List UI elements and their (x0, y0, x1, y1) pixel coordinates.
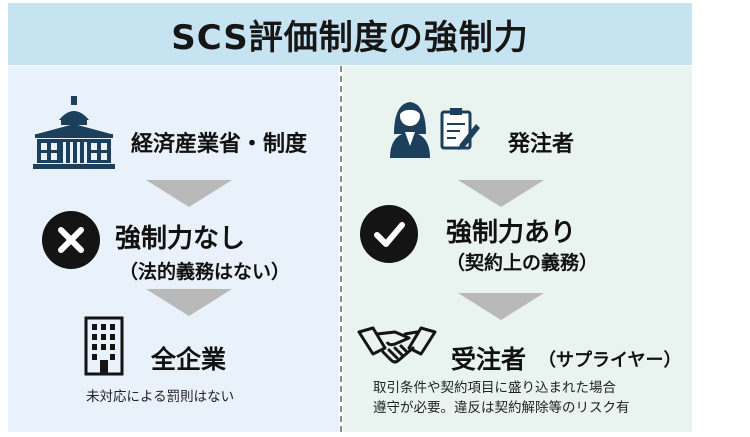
page-title: SCS評価制度の強制力 (171, 17, 529, 58)
title-bar: SCS評価制度の強制力 (8, 3, 692, 65)
right-target-label: 受注者 (451, 345, 527, 374)
right-arrow-1 (458, 180, 544, 207)
right-target-sub: （サプライヤー） (538, 350, 682, 371)
right-arrow-2 (458, 293, 544, 320)
office-building-icon (84, 316, 124, 380)
left-status-sub: （法的義務はない） (119, 261, 291, 283)
center-divider (340, 66, 342, 432)
left-arrow-2 (146, 289, 232, 316)
checkmark-icon (360, 205, 418, 263)
right-note-line-1: 取引条件や契約項目に盛り込まれた場合 (373, 380, 616, 396)
right-status-main: 強制力あり (446, 218, 577, 248)
left-source-label: 経済産業省・制度 (131, 132, 308, 157)
left-target-label: 全企業 (151, 345, 227, 374)
government-building-icon (31, 94, 117, 174)
right-status-sub: （契約上の義務） (446, 252, 599, 274)
right-note-line-2: 遵守が必要。違反は契約解除等のリスク有 (373, 400, 630, 416)
left-arrow-1 (146, 180, 232, 207)
handshake-icon (355, 320, 439, 374)
x-mark-icon (42, 211, 100, 269)
left-note: 未対応による罰則はない (86, 389, 235, 405)
businesswoman-clipboard-icon (388, 94, 482, 162)
left-status-main: 強制力なし (115, 224, 246, 254)
right-source-label: 発注者 (508, 132, 575, 157)
